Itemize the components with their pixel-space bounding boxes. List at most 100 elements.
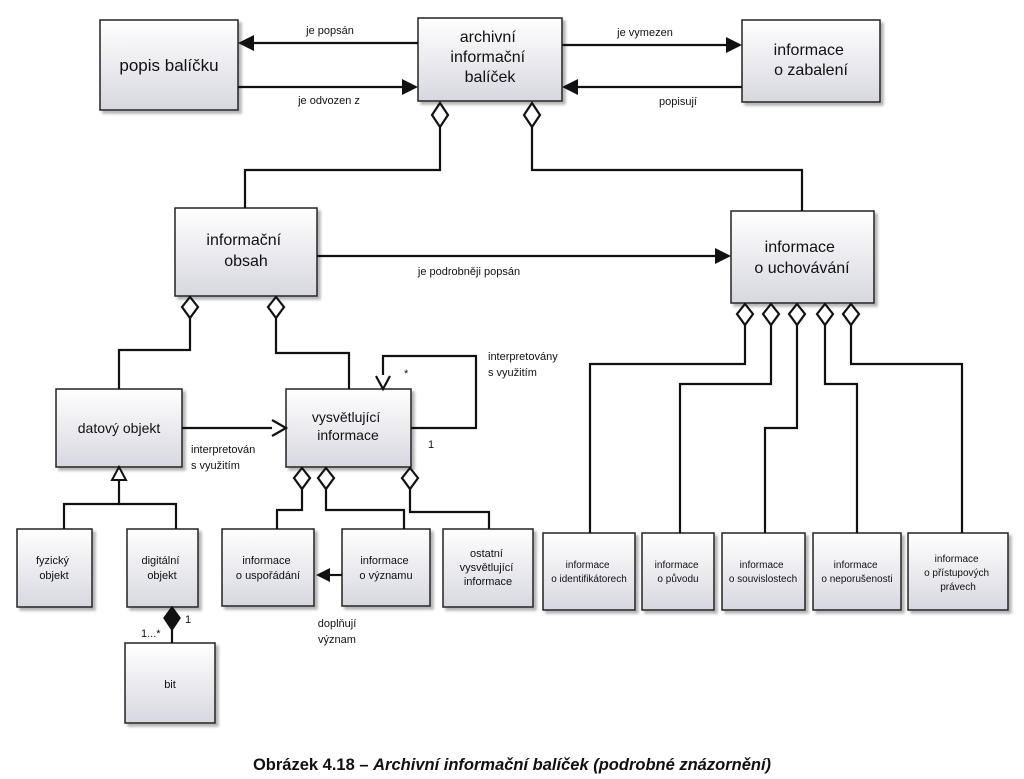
box-fyzicky-line-2: objekt (39, 570, 68, 582)
diamond-vysv-vyznamu (316, 466, 336, 491)
box-usporadani-line-1: informace (242, 555, 290, 567)
box-digitalni-line-1: digitální (142, 555, 180, 567)
edge-vysv-vyznamu (324, 489, 406, 529)
svg-text:informace o neporušenost: informace o neporušenosti (821, 560, 892, 585)
box-vysvetlujici-informace: vysvětlující informace (285, 388, 412, 468)
figure-caption-title: Archivní informační balíček (podrobné zn… (372, 756, 771, 774)
box-informace-o-neporusenosti: informace o neporušenosti (812, 532, 902, 611)
box-obsah-line-1: informační (206, 232, 281, 249)
open-arrowheads (271, 375, 391, 437)
label-multiplicity-star: * (404, 368, 409, 380)
box-identifikatorech-line-2: o identifikátorech (551, 574, 627, 585)
diamond-uch-neporusenosti (815, 302, 835, 327)
box-ostatni-line-2: vysvětlující (460, 562, 514, 574)
box-pristupovych-line-2: o přístupových (924, 568, 989, 579)
box-archivni-informacni-balicek: archivní informační balíček (417, 17, 563, 102)
diamond-obsah-datovy (180, 295, 200, 320)
edge-uch-neporusenosti (823, 325, 859, 533)
svg-text:archivní informační: archivní informační balíček (450, 29, 529, 86)
figure-caption: Obrázek 4.18 – Archivní informační balíč… (253, 756, 772, 774)
box-puvodu-line-1: informace (655, 560, 699, 571)
box-ostatni-line-1: ostatní (470, 548, 503, 560)
label-interpretovany-1: interpretovány (488, 351, 558, 363)
box-pristupovych-line-1: informace (935, 554, 979, 565)
box-digitalni-line-2: objekt (147, 570, 176, 582)
arrowhead-self-loop (375, 375, 391, 392)
box-uchovavani-line-2: o uchovávání (754, 260, 850, 277)
box-informace-o-uchovavani: informace o uchovávání (730, 210, 875, 304)
edge-aip-obsah (243, 127, 442, 208)
box-neporusenosti-line-2: o neporušenosti (821, 574, 892, 585)
label-interpretovany-2: s využitím (488, 367, 537, 379)
arrowheads (238, 35, 742, 582)
box-informace-o-vyznamu: informace o významu (341, 528, 431, 607)
edge-obsah-vysvetlujici (274, 318, 351, 389)
svg-text:bit: bit (164, 679, 176, 691)
diamond-uch-identifikatorech (735, 302, 755, 327)
box-usporadani-line-2: o uspořádání (236, 570, 300, 582)
box-bit: bit (124, 642, 216, 724)
box-bit-line-1: bit (164, 679, 176, 691)
box-uchovavani-line-1: informace (765, 239, 835, 256)
diamond-vysv-usporadani (292, 466, 312, 491)
diamond-uch-pristupovych (841, 302, 861, 327)
svg-text:vysvětlující informace: vysvětlující informace (312, 409, 384, 443)
diamond-vysv-ostatni (400, 466, 420, 491)
box-puvodu-line-2: o původu (657, 573, 698, 585)
box-vyznamu-line-2: o významu (359, 570, 412, 582)
svg-text:informace o uspořádání: informace o uspořádání (236, 555, 300, 582)
svg-text:informace o významu: informace o významu (359, 555, 412, 582)
svg-text:informace o přístupových: informace o přístupových právech (924, 554, 992, 593)
box-vysvetlujici-line-1: vysvětlující (312, 409, 381, 425)
svg-text:informace o zabalení: informace o zabalení (774, 42, 849, 79)
box-archivni-line-3: balíček (465, 69, 517, 86)
box-informace-o-usporadani: informace o uspořádání (221, 528, 315, 607)
box-informace-o-souvislostech: informace o souvislostech (721, 532, 806, 611)
box-vysvetlujici-line-2: informace (317, 427, 379, 443)
figure-caption-prefix: Obrázek 4.18 – (253, 756, 373, 774)
generalization-triangle (110, 464, 128, 481)
box-digitalni-objekt: digitální objekt (126, 528, 199, 608)
box-neporusenosti-line-1: informace (834, 560, 878, 571)
label-interpretovan-2: s využitím (191, 460, 240, 472)
label-podrobneji: je podrobněji popsán (417, 266, 520, 278)
diamond-obsah-vysvetlujici (266, 295, 286, 320)
box-informace-o-pristupovych-pravech: informace o přístupových právech (907, 532, 1009, 611)
diamond-uch-puvodu (761, 302, 781, 327)
svg-text:informace o uchovávání: informace o uchovávání (754, 239, 850, 277)
aggregation-diamonds (180, 101, 861, 491)
edge-self-loop (381, 354, 478, 430)
box-ostatni-line-3: informace (464, 576, 512, 588)
box-informace-o-zabaleni: informace o zabalení (741, 19, 881, 103)
label-doplnuji-1: doplňují (318, 618, 357, 630)
diamond-aip-obsah (430, 101, 450, 129)
box-popis-balicku: popis balíčku (99, 19, 239, 111)
box-datovy-objekt: datový objekt (55, 388, 183, 468)
box-informacni-obsah: informační obsah (174, 207, 318, 297)
box-informace-o-identifikatorech: informace o identifikátorech (542, 532, 636, 611)
edge-aip-uchovavani (530, 127, 804, 211)
svg-text:datový objekt: datový objekt (78, 420, 161, 436)
box-zabaleni-line-1: informace (774, 42, 844, 59)
box-ostatni-vysvetlujici-informace: ostatní vysvětlující informace (442, 528, 534, 608)
arrowhead-interpretovan (271, 419, 289, 437)
svg-text:informace o souvislostec: informace o souvislostech (729, 560, 797, 585)
label-je-popsan: je popsán (305, 25, 354, 37)
label-je-vymezen: je vymezen (616, 27, 673, 39)
box-fyzicky-line-1: fyzický (36, 555, 70, 567)
diamond-uch-souvislostech (787, 302, 807, 327)
edge-vysv-usporadani (275, 489, 304, 529)
svg-text:digitální objekt: digitální objekt (142, 555, 183, 582)
label-interpretovan-1: interpretován (191, 444, 255, 456)
diamond-aip-uchovavani (522, 101, 542, 129)
label-multiplicity-many-bit: 1...* (141, 628, 161, 640)
svg-text:informace o původu: informace o původu (655, 560, 702, 585)
label-multiplicity-one-self: 1 (428, 439, 434, 451)
edge-uch-souvislostech (763, 325, 799, 533)
svg-text:informační obsah: informační obsah (206, 232, 285, 270)
box-identifikatorech-line-1: informace (566, 560, 610, 571)
edge-obsah-datovy (117, 318, 192, 389)
edge-gen-digitalni (119, 502, 178, 529)
